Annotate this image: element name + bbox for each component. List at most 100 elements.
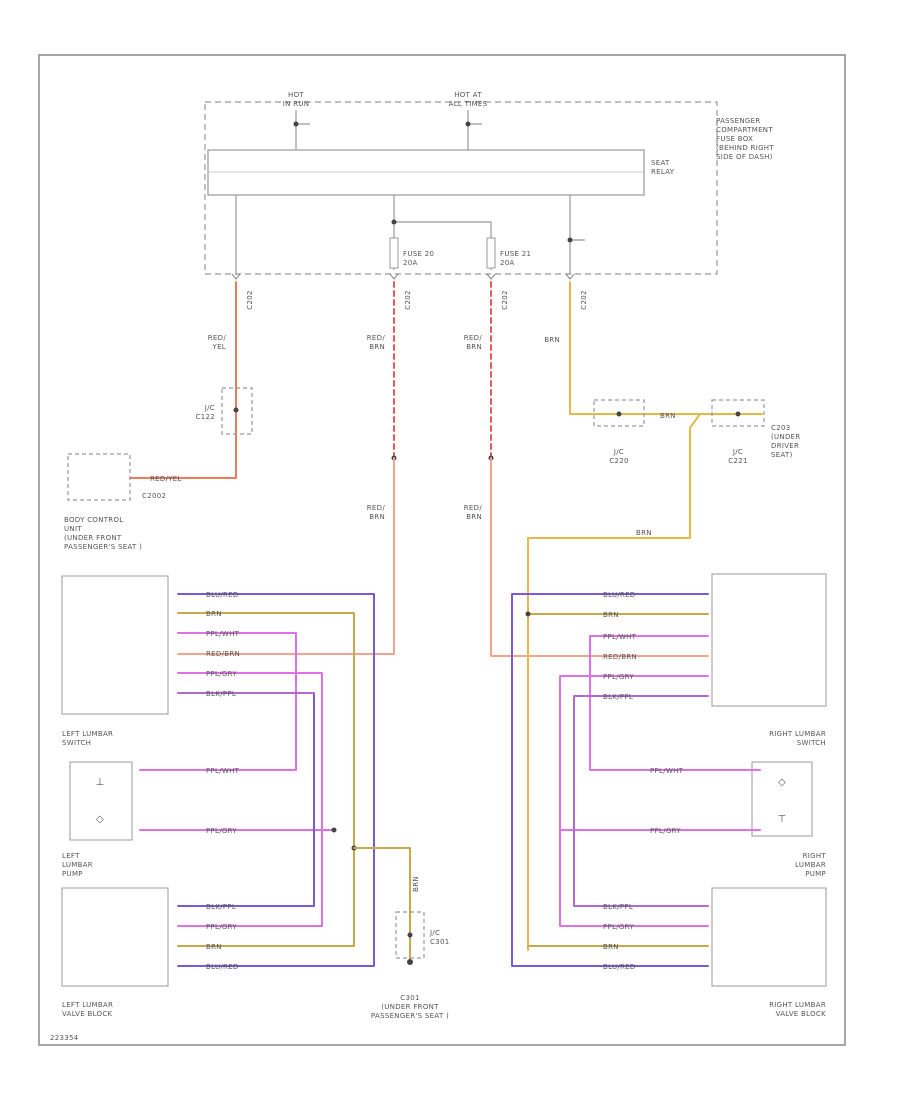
jc-c220: [593, 399, 645, 427]
bcu-label-4: PASSENGER'S SEAT ): [64, 543, 142, 551]
c203-label-2: (UNDER: [771, 433, 801, 441]
pin-mid2: [486, 273, 496, 280]
fuse-box-label-2: COMPARTMENT: [716, 126, 773, 134]
rs-wire-6: BLK/PPL: [603, 693, 633, 701]
fuse-box-outline: [204, 101, 718, 275]
rs-wire-3: PPL/WHT: [603, 633, 637, 641]
conn-mid2-label: C202: [501, 290, 509, 309]
lv-wire-2: PPL/GRY: [206, 923, 237, 931]
fuse-box-label-1: PASSENGER: [716, 117, 761, 125]
rp-wire-1: PPL/WHT: [650, 767, 684, 775]
wire-red-brn-left: [177, 457, 395, 655]
left-pump-symbol-icon: ◇: [96, 814, 104, 825]
right-pump-symbol-icon: ⊤: [777, 814, 786, 825]
fuse-20-label-1: FUSE 20: [403, 250, 434, 258]
lp-wire-2: PPL/GRY: [206, 827, 237, 835]
hot-run-label-1: HOT: [288, 91, 304, 99]
fuse-20-label-2: 20A: [403, 259, 418, 267]
ls-wire-2: BRN: [206, 610, 222, 618]
rs-wire-4: RED/BRN: [603, 653, 637, 661]
left-valve-block: [61, 887, 169, 987]
hot-all-label-2: ALL TIMES: [449, 100, 488, 108]
jc-c122: [221, 387, 253, 435]
bcu-connector-label: C2002: [142, 492, 166, 500]
w-redbrn-l2-1: RED/: [367, 504, 386, 512]
wire-brn-ground: [569, 281, 763, 415]
hot-all-feed: [467, 110, 482, 150]
pin-right: [565, 273, 575, 280]
left-valve-label-1: LEFT LUMBAR: [62, 1001, 113, 1009]
right-pump-motor-icon: ◇: [778, 777, 786, 788]
wire-brn-label-top: BRN: [544, 336, 560, 344]
rv-wire-3: BRN: [603, 943, 619, 951]
jc-c122-label-1: J/C: [204, 404, 215, 412]
seat-relay-label-1: SEAT: [651, 159, 670, 167]
left-pump-label-3: PUMP: [62, 870, 83, 878]
hot-run-feed: [295, 110, 310, 150]
rv-wire-4: BLU/RED: [603, 963, 636, 971]
diagram-frame: [38, 54, 846, 1046]
relay-out-right: [569, 195, 585, 275]
rv-wire-1: BLK/PPL: [603, 903, 633, 911]
jc-c221-label-2: C221: [728, 457, 747, 465]
c301-label-2: (UNDER FRONT: [381, 1003, 439, 1011]
right-pump-label-2: LUMBAR: [795, 861, 826, 869]
rv-wire-2: PPL/GRY: [603, 923, 634, 931]
ls-wire-5: PPL/GRY: [206, 670, 237, 678]
conn-left-label: C202: [246, 290, 254, 309]
fuse-21-label-2: 20A: [500, 259, 515, 267]
conn-mid1-label: C202: [404, 290, 412, 309]
wire-red-yel-label-2: YEL: [212, 343, 227, 351]
seat-relay: [207, 149, 645, 196]
wire-brn-label-low: BRN: [636, 529, 652, 537]
jc-c301-node: [407, 932, 413, 938]
fuse-20: [389, 237, 399, 269]
hot-run-label-2: IN RUN: [283, 100, 310, 108]
bcu-wire-label: RED/YEL: [150, 475, 182, 483]
lp-wire-1: PPL/WHT: [206, 767, 240, 775]
right-splice-brn: [525, 611, 531, 617]
jc-c221-label-1: J/C: [732, 448, 743, 456]
fuse-box-label-3: FUSE BOX: [716, 135, 753, 143]
jc-c221: [711, 399, 765, 427]
pin-mid1: [389, 273, 399, 280]
fuse-21-label-1: FUSE 21: [500, 250, 531, 258]
left-pump-label-1: LEFT: [62, 852, 80, 860]
right-switch-label-1: RIGHT LUMBAR: [769, 730, 826, 738]
c203-label-4: SEAT): [771, 451, 793, 459]
wire-red-yel: [129, 281, 237, 479]
w-redbrn-r2-2: BRN: [466, 513, 482, 521]
right-switch-label-2: SWITCH: [797, 739, 826, 747]
right-pump-label-1: RIGHT: [803, 852, 827, 860]
left-pump-label-2: LUMBAR: [62, 861, 93, 869]
lv-wire-1: BLK/PPL: [206, 903, 236, 911]
c301-ground: [407, 959, 413, 965]
jc-c220-node: [616, 411, 622, 417]
left-switch-label-2: SWITCH: [62, 739, 91, 747]
right-valve-label-1: RIGHT LUMBAR: [769, 1001, 826, 1009]
wire-brn-label-mid: BRN: [660, 412, 676, 420]
wire-brn-right-drop: [527, 413, 701, 951]
rp-wire-2: PPL/GRY: [650, 827, 681, 835]
c301-label-3: PASSENGER'S SEAT ): [371, 1012, 449, 1020]
ls-wire-1: BLU/RED: [206, 591, 239, 599]
fuse-box-label-4: (BEHIND RIGHT: [716, 144, 774, 152]
hot-run-node: [293, 121, 299, 127]
jc-c122-node: [233, 407, 239, 413]
ls-wire-6: BLK/PPL: [206, 690, 236, 698]
seat-relay-label-2: RELAY: [651, 168, 675, 176]
left-lumbar-switch: [61, 575, 169, 715]
w-redbrn-l1-2: BRN: [369, 343, 385, 351]
wire-red-yel-label-1: RED/: [208, 334, 227, 342]
w-redbrn-r1-2: BRN: [466, 343, 482, 351]
w-redbrn-r1-1: RED/: [464, 334, 483, 342]
wire-red-brn-right: [490, 457, 709, 657]
w-redbrn-l2-2: BRN: [369, 513, 385, 521]
figure-id: 223354: [50, 1034, 79, 1042]
lv-wire-3: BRN: [206, 943, 222, 951]
bcu-label-3: (UNDER FRONT: [64, 534, 122, 542]
right-valve-block: [711, 887, 827, 987]
right-lumbar-switch: [711, 573, 827, 707]
c203-label-3: DRIVER: [771, 442, 799, 450]
